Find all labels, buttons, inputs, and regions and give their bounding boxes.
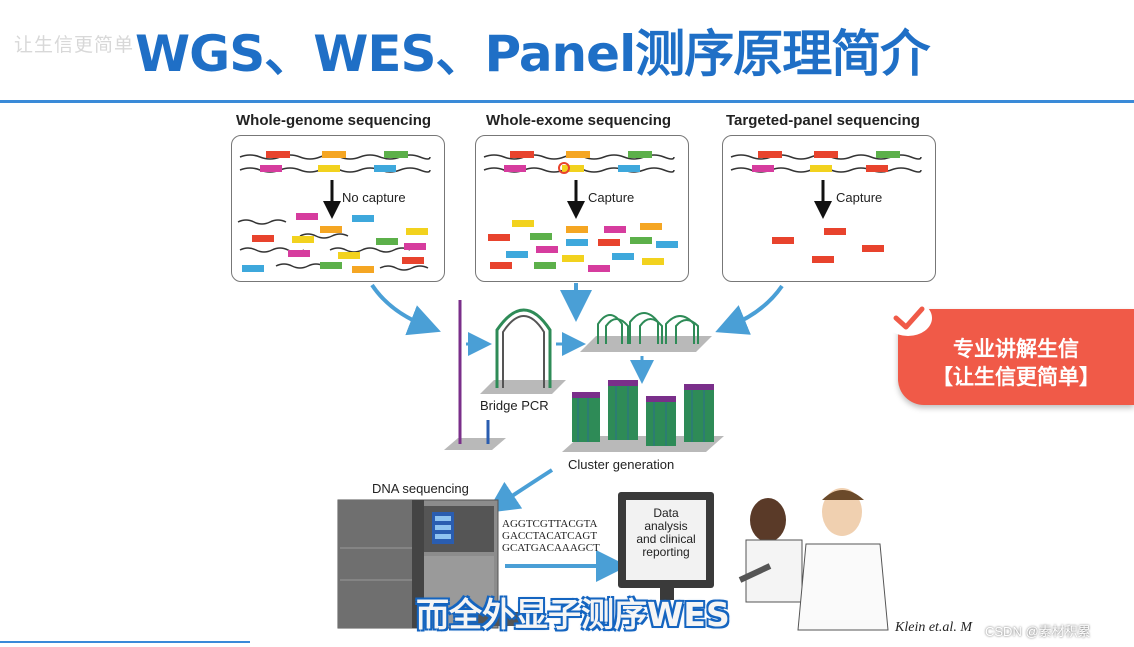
analysis-monitor: [464, 492, 714, 626]
wgs-to-flowcell-arrow: [370, 283, 441, 336]
bridge-pcr-label: Bridge PCR: [480, 398, 549, 413]
panel-step-label: Capture: [836, 190, 883, 205]
callout-line-2: 【让生信更简单】: [932, 365, 1100, 389]
sequence-read-text: AGGTCGTTACGTA GACCTACATCAGT GCATGACAAAGC…: [502, 518, 600, 554]
cluster-bars: [572, 380, 714, 446]
wes-step-label: Capture: [588, 190, 635, 205]
video-subtitle: 而全外显子测序WES: [416, 595, 730, 634]
panel-to-flowcell-arrow: [715, 284, 784, 335]
watermark-text: 让生信更简单: [14, 34, 135, 56]
monitor-text: Data analysis and clinical reporting: [636, 506, 696, 559]
doctors-illustration: [738, 488, 889, 631]
panel-title-panel: Targeted-panel sequencing: [726, 112, 920, 129]
dna-sequencing-label: DNA sequencing: [372, 481, 469, 496]
check-icon: [893, 306, 925, 330]
slide-title: WGS、WES、Panel测序原理简介: [135, 25, 930, 83]
cluster-generation-label: Cluster generation: [568, 457, 675, 472]
callout-line-1: 专业讲解生信: [953, 337, 1079, 361]
panel-genome: [730, 151, 922, 173]
csdn-watermark: CSDN @素材积累: [985, 624, 1091, 639]
bottom-divider: [0, 641, 250, 643]
cluster-to-sequencer-arrow: [486, 468, 554, 513]
wgs-genome: [239, 151, 431, 173]
panel-title-wgs: Whole-genome sequencing: [236, 112, 432, 129]
panel-fragments: [772, 228, 884, 263]
wgs-step-label: No capture: [342, 190, 406, 205]
wgs-fragments: [237, 213, 429, 273]
citation: Klein et.al. M: [895, 620, 972, 635]
promo-callout: 专业讲解生信 【让生信更简单】: [898, 309, 1134, 405]
sequencer-machine: [337, 499, 499, 629]
title-divider: [0, 100, 1134, 103]
wes-fragments: [488, 220, 678, 272]
flowcell-illustration: [444, 300, 724, 452]
wes-genome: [483, 151, 675, 174]
panel-title-wes: Whole-exome sequencing: [486, 112, 672, 129]
check-badge: [884, 300, 932, 336]
